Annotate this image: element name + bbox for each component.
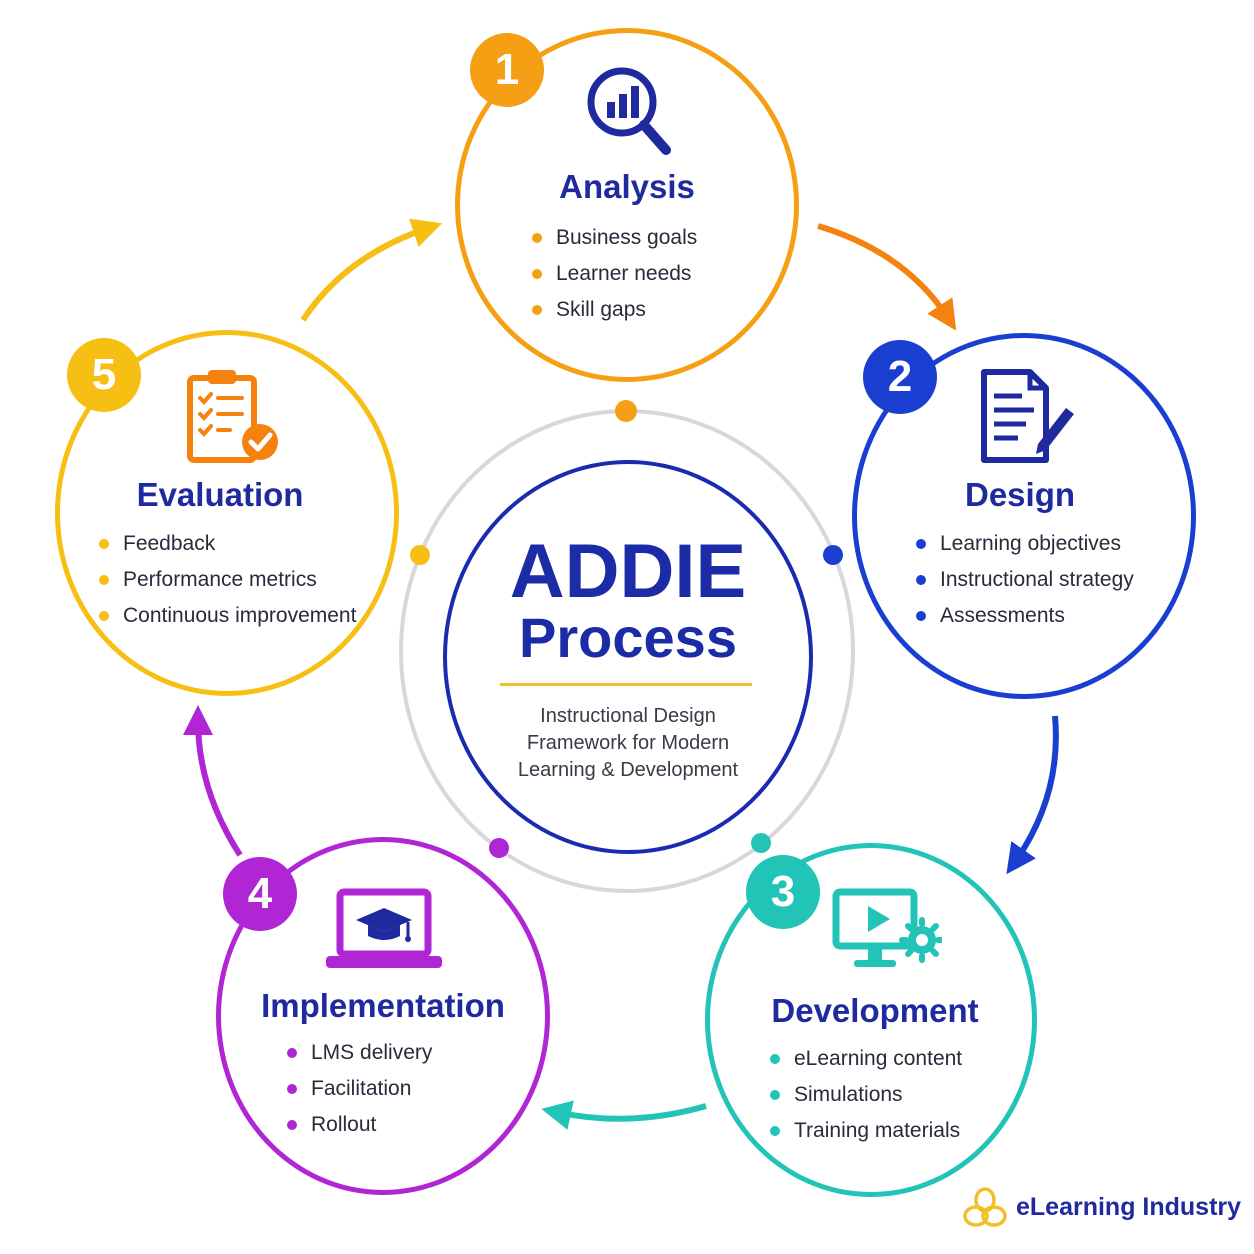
stage-analysis-list: Business goals Learner needs Skill gaps xyxy=(532,220,697,328)
list-item: Training materials xyxy=(770,1113,962,1149)
list-item-text: Training materials xyxy=(794,1119,961,1142)
list-item-text: Facilitation xyxy=(311,1077,412,1100)
list-item-text: Continuous improvement xyxy=(123,604,357,627)
list-item: Assessments xyxy=(916,598,1134,634)
stage-evaluation-number-badge: 5 xyxy=(67,338,141,412)
stage-analysis-number-badge: 1 xyxy=(470,33,544,107)
stage-design-number-badge: 2 xyxy=(863,340,937,414)
stage-analysis-circle xyxy=(455,28,799,382)
stage-implementation-number-badge: 4 xyxy=(223,857,297,931)
brand-name: eLearning Industry xyxy=(1016,1193,1242,1221)
list-item-text: Performance metrics xyxy=(123,568,317,591)
list-item-text: Assessments xyxy=(940,604,1065,627)
arrow-analysis-to-design xyxy=(817,223,957,331)
center-subtitle-line: Instructional Design xyxy=(540,705,716,727)
clipboard-checklist-icon xyxy=(187,370,278,463)
stage-evaluation-list: Feedback Performance metrics Continuous … xyxy=(99,526,356,634)
list-item-text: Simulations xyxy=(794,1083,903,1106)
stage-development-title: Development xyxy=(771,992,979,1029)
list-item: Simulations xyxy=(770,1077,962,1113)
arrow-evaluation-to-analysis xyxy=(300,218,443,322)
list-item: Learner needs xyxy=(532,256,697,292)
document-pencil-icon xyxy=(981,369,1074,463)
stage-implementation-list: LMS delivery Facilitation Rollout xyxy=(287,1035,432,1143)
list-item: Instructional strategy xyxy=(916,562,1134,598)
list-item: Learning objectives xyxy=(916,526,1134,562)
magnifier-chart-icon xyxy=(587,67,671,155)
stage-implementation-title: Implementation xyxy=(261,987,505,1024)
arrow-design-to-development xyxy=(1006,715,1059,875)
list-item-text: LMS delivery xyxy=(311,1041,433,1064)
orbit-dot-design xyxy=(823,545,843,565)
stage-design-title: Design xyxy=(964,476,1076,513)
list-item: Feedback xyxy=(99,526,356,562)
orbit-dot-development xyxy=(751,833,771,853)
center-divider xyxy=(500,683,752,686)
list-item: Facilitation xyxy=(287,1071,432,1107)
list-item: Rollout xyxy=(287,1107,432,1143)
arrow-development-to-implementation xyxy=(541,1100,707,1130)
laptop-graduation-cap-icon xyxy=(326,888,442,968)
center-subtitle-line: Framework for Modern xyxy=(526,732,730,754)
orbit-dot-analysis xyxy=(615,400,637,422)
stage-evaluation-title: Evaluation xyxy=(136,476,304,513)
list-item-text: Learning objectives xyxy=(940,532,1121,555)
stage-development-number-badge: 3 xyxy=(746,855,820,929)
list-item: Continuous improvement xyxy=(99,598,356,634)
center-subtitle-line: Learning & Development xyxy=(517,759,739,781)
list-item-text: Business goals xyxy=(556,226,698,249)
brand-logo[interactable]: eLearning Industry xyxy=(962,1186,1241,1232)
center-circle xyxy=(443,460,813,854)
list-item-text: Feedback xyxy=(123,532,216,555)
list-item: LMS delivery xyxy=(287,1035,432,1071)
list-item: Business goals xyxy=(532,220,697,256)
monitor-play-gear-icon xyxy=(832,888,942,967)
orbit-dot-implementation xyxy=(489,838,509,858)
orbit-dot-evaluation xyxy=(410,545,430,565)
center-title-process: Process xyxy=(519,606,737,669)
list-item: Skill gaps xyxy=(532,292,697,328)
list-item: eLearning content xyxy=(770,1041,962,1077)
arrow-implementation-to-evaluation xyxy=(183,705,243,857)
list-item-text: Learner needs xyxy=(556,262,692,285)
stage-design-list: Learning objectives Instructional strate… xyxy=(916,526,1134,634)
elearning-industry-logo-icon xyxy=(963,1187,1007,1227)
stage-development-list: eLearning content Simulations Training m… xyxy=(770,1041,962,1149)
list-item-text: Rollout xyxy=(311,1113,377,1136)
center-subtitle: Instructional Design Framework for Moder… xyxy=(470,703,786,784)
stage-analysis-title: Analysis xyxy=(559,168,695,205)
list-item-text: Skill gaps xyxy=(556,298,646,321)
list-item-text: eLearning content xyxy=(794,1047,963,1070)
list-item-text: Instructional strategy xyxy=(940,568,1134,591)
center-title-addie: ADDIE xyxy=(509,529,747,614)
list-item: Performance metrics xyxy=(99,562,356,598)
